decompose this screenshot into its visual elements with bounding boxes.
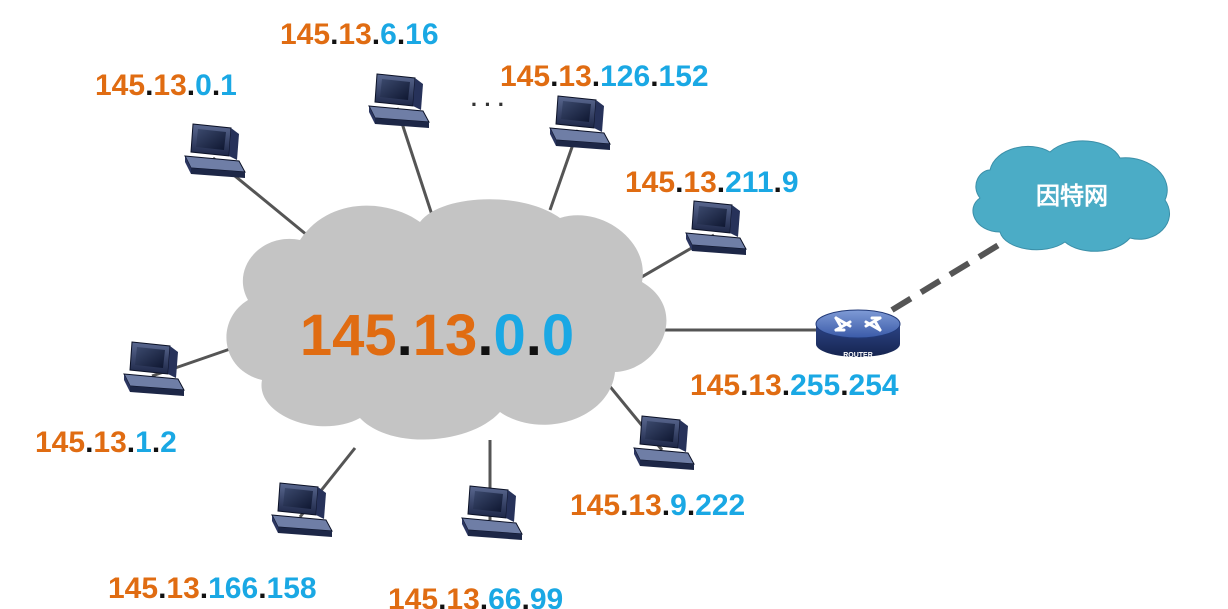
network-part: 13 — [338, 18, 371, 51]
network-part: 13 — [153, 69, 186, 102]
computer-icon[interactable] — [184, 123, 246, 179]
host-part: 152 — [659, 60, 709, 93]
host-part: 0 — [195, 69, 212, 102]
network-part: 145 — [280, 18, 330, 51]
ip-label-host-7: 145.13.166.158 — [108, 572, 317, 605]
ip-label-host-2: 145.13.6.16 — [280, 18, 439, 51]
ip-label-host-8: 145.13.1.2 — [35, 426, 177, 459]
ip-dot: . — [687, 489, 695, 522]
ip-dot: . — [662, 489, 670, 522]
ip-dot: . — [740, 369, 748, 402]
host-part: 66 — [488, 583, 521, 609]
computer-icon[interactable] — [368, 73, 430, 129]
ip-dot: . — [187, 69, 195, 102]
host-part: 9 — [670, 489, 687, 522]
network-part: 13 — [558, 60, 591, 93]
network-part: 145 — [690, 369, 740, 402]
ip-label-host-3: 145.13.126.152 — [500, 60, 709, 93]
ip-dot: . — [85, 426, 93, 459]
computer-icon[interactable] — [271, 482, 333, 538]
computer-icon[interactable] — [123, 341, 185, 397]
host-part: 254 — [849, 369, 899, 402]
ip-dot: . — [840, 369, 848, 402]
network-part: 145 — [500, 60, 550, 93]
host-part: 6 — [380, 18, 397, 51]
ip-label-host-6: 145.13.66.99 — [388, 583, 563, 609]
host-part: 211 — [725, 166, 773, 199]
network-part: 145 — [388, 583, 438, 609]
ip-dot: . — [522, 583, 530, 609]
host-part: 1 — [220, 69, 237, 102]
host-part: 2 — [160, 426, 177, 459]
ip-dot: . — [774, 166, 782, 199]
network-part: 145 — [95, 69, 145, 102]
ip-dot: . — [480, 583, 488, 609]
ip-dot: . — [330, 18, 338, 51]
computer-icon[interactable] — [461, 485, 523, 541]
network-part: 145 — [35, 426, 85, 459]
ip-label-host-4: 145.13.211.9 — [625, 166, 799, 199]
computer-icon[interactable] — [549, 95, 611, 151]
ip-dot: . — [200, 572, 208, 605]
network-part: 13 — [413, 303, 478, 368]
link-host-2 — [395, 107, 435, 219]
host-part: 126 — [600, 60, 650, 93]
ip-dot: . — [717, 166, 725, 199]
ip-dot: . — [152, 426, 160, 459]
host-part: 222 — [695, 489, 745, 522]
host-part: 158 — [267, 572, 317, 605]
host-part: 255 — [790, 369, 840, 402]
router-label: ROUTER — [843, 352, 873, 359]
ip-label-host-5: 145.13.9.222 — [570, 489, 745, 522]
more-hosts-ellipsis: · · · — [471, 92, 505, 117]
ip-label-host-1: 145.13.0.1 — [95, 69, 237, 102]
host-part: 16 — [405, 18, 438, 51]
computer-icon[interactable] — [633, 415, 695, 471]
ip-labels: 145.13.0.1145.13.6.16145.13.126.152145.1… — [35, 18, 899, 609]
computer-icon[interactable] — [685, 200, 747, 256]
network-part: 13 — [166, 572, 199, 605]
network-part: 145 — [108, 572, 158, 605]
ip-dot: . — [397, 18, 405, 51]
host-part: 1 — [135, 426, 152, 459]
network-part: 13 — [683, 166, 716, 199]
network-links — [151, 107, 1022, 520]
network-address-label: 145.13.0.0 — [300, 303, 574, 368]
host-part: 166 — [208, 572, 258, 605]
host-part: 9 — [782, 166, 799, 199]
network-part: 145 — [570, 489, 620, 522]
ip-dot: . — [158, 572, 166, 605]
network-part: 13 — [446, 583, 479, 609]
ip-dot: . — [675, 166, 683, 199]
ip-dot: . — [782, 369, 790, 402]
ip-dot: . — [145, 69, 153, 102]
host-part: 99 — [530, 583, 563, 609]
network-part: 145 — [300, 303, 397, 368]
link-internet — [890, 229, 1022, 313]
ip-dot: . — [650, 60, 658, 93]
host-part: 0 — [542, 303, 574, 368]
network-part: 13 — [93, 426, 126, 459]
ip-dot: . — [592, 60, 600, 93]
internet-label: 因特网 — [1036, 182, 1108, 210]
router-icon[interactable]: ROUTER — [815, 309, 901, 359]
ip-dot: . — [372, 18, 380, 51]
host-part: 0 — [493, 303, 525, 368]
network-part: 145 — [625, 166, 675, 199]
network-part: 13 — [748, 369, 781, 402]
network-cloud — [226, 199, 667, 440]
network-part: 13 — [628, 489, 661, 522]
ip-dot: . — [212, 69, 220, 102]
ip-dot: . — [620, 489, 628, 522]
ip-dot: . — [550, 60, 558, 93]
internet-cloud — [972, 140, 1171, 252]
router-ip-label: 145.13.255.254 — [690, 369, 899, 402]
ip-dot: . — [438, 583, 446, 609]
ip-dot: . — [258, 572, 266, 605]
ip-dot: . — [127, 426, 135, 459]
